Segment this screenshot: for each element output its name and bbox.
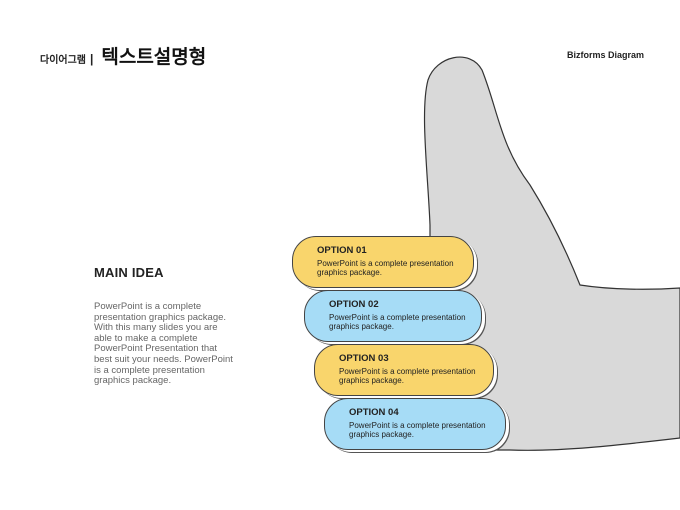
main-idea-body: PowerPoint is a complete presentation gr… <box>94 301 233 387</box>
option-text: PowerPoint is a complete presentation gr… <box>329 313 466 331</box>
header-category: 다이어그램 <box>40 55 86 66</box>
option-card-04: OPTION 04 PowerPoint is a complete prese… <box>324 398 506 450</box>
option-title: OPTION 01 <box>317 245 367 256</box>
option-card-02: OPTION 02 PowerPoint is a complete prese… <box>304 290 482 342</box>
page-title: 텍스트설명형 <box>101 47 207 68</box>
option-text: PowerPoint is a complete presentation gr… <box>339 367 476 385</box>
option-title: OPTION 04 <box>349 407 399 418</box>
option-card-03: OPTION 03 PowerPoint is a complete prese… <box>314 344 494 396</box>
option-text: PowerPoint is a complete presentation gr… <box>349 421 486 439</box>
option-card-01: OPTION 01 PowerPoint is a complete prese… <box>292 236 474 288</box>
option-text: PowerPoint is a complete presentation gr… <box>317 259 454 277</box>
option-title: OPTION 03 <box>339 353 389 364</box>
main-idea-title: MAIN IDEA <box>94 265 164 280</box>
option-title: OPTION 02 <box>329 299 379 310</box>
brand-label: Bizforms Diagram <box>566 50 644 60</box>
header-separator: | <box>90 52 94 66</box>
header-title-group: 다이어그램 | 텍스트설명형 <box>40 42 206 69</box>
